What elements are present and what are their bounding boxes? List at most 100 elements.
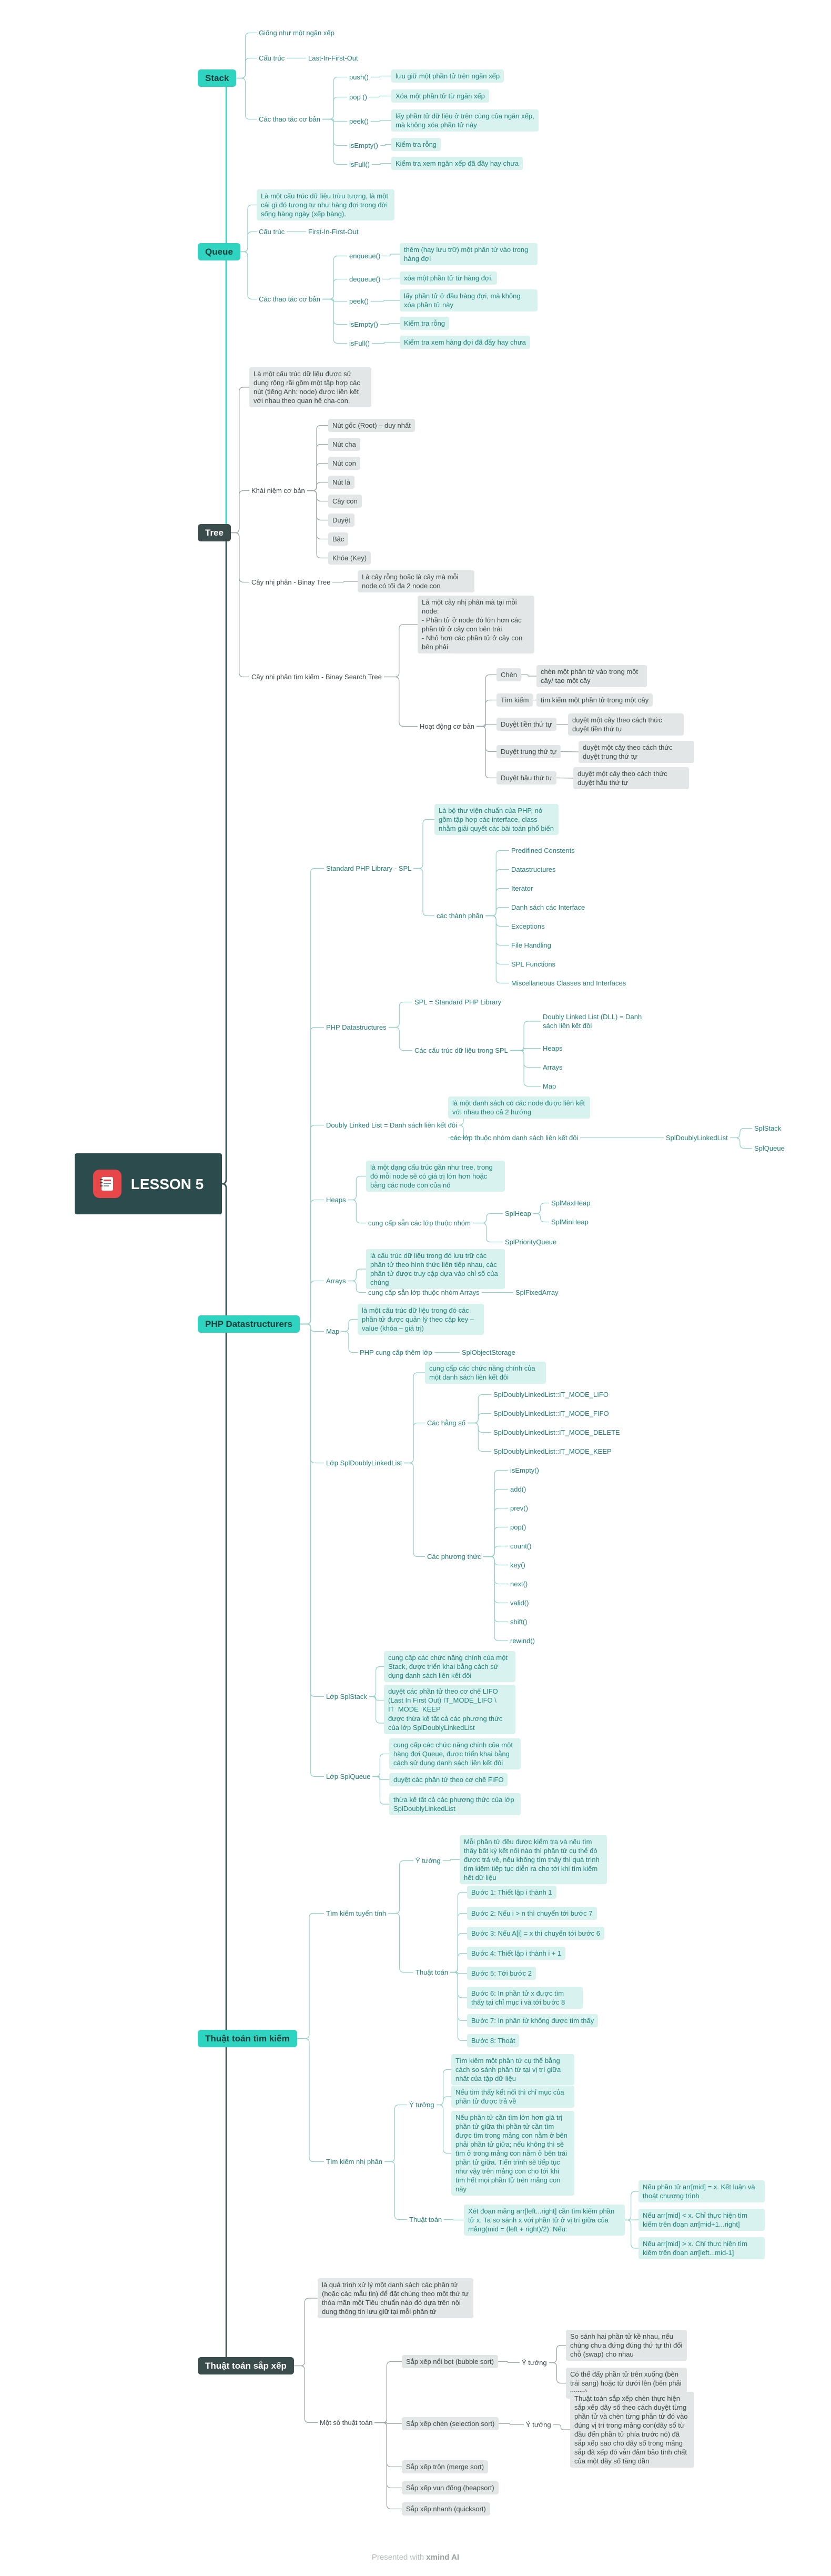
search-linear-step: Bước 8: Thoát	[467, 2034, 520, 2047]
branch-queue[interactable]: Queue	[198, 243, 240, 260]
connector-line	[231, 387, 249, 534]
php-dllc-label[interactable]: Lớp SplDoublyLinkedList	[326, 1459, 402, 1467]
queue-op-isfull[interactable]: isFull()	[349, 339, 370, 347]
root-title: LESSON 5	[130, 1175, 204, 1192]
sort-bubble-idea-label[interactable]: Ý tưởng	[522, 2359, 547, 2367]
queue-op-isempty[interactable]: isEmpty()	[349, 320, 378, 328]
tree-binary-desc: Là cây rỗng hoặc là cây mà mỗi node có t…	[358, 570, 474, 592]
php-component: Datastructures	[511, 866, 556, 873]
tree-op[interactable]: Duyệt trung thứ tự	[496, 745, 561, 758]
php-dll-label[interactable]: Doubly Linked List = Danh sách liên kết …	[326, 1121, 457, 1129]
sort-bubble[interactable]: Sắp xếp nổi bọt (bubble sort)	[402, 2355, 498, 2368]
connector-line	[468, 1394, 491, 1424]
queue-op-desc: xóa một phần tử từ hàng đợi.	[400, 271, 498, 285]
tree-ops-label[interactable]: Hoạt động cơ bản	[420, 722, 474, 730]
sort-other[interactable]: Sắp xếp vun đống (heapsort)	[402, 2481, 499, 2494]
search-linear-label[interactable]: Tìm kiếm tuyến tính	[326, 1909, 387, 1917]
queue-ops-label[interactable]: Các thao tác cơ bản	[259, 295, 320, 303]
php-splstack-label[interactable]: Lớp SplStack	[326, 1693, 367, 1700]
sort-some-label[interactable]: Một số thuật toán	[320, 2419, 373, 2427]
tree-op[interactable]: Chèn	[496, 668, 522, 681]
php-datastructures-label[interactable]: PHP Datastructures	[326, 1023, 387, 1031]
connector-line	[300, 1280, 324, 1325]
php-components-label[interactable]: các thành phần	[437, 912, 483, 920]
sort-other[interactable]: Sắp xếp nhanh (quicksort)	[402, 2502, 490, 2515]
php-method: prev()	[510, 1504, 528, 1512]
sort-other[interactable]: Sắp xếp trộn (merge sort)	[402, 2460, 489, 2473]
sort-selection-idea-label[interactable]: Ý tưởng	[526, 2421, 551, 2429]
tree-bst-label[interactable]: Cây nhị phân tìm kiếm - Binay Search Tre…	[251, 673, 382, 681]
connector-line	[437, 2104, 451, 2154]
root-node[interactable]: LESSON 5	[75, 1153, 222, 1214]
tree-concept: Duyệt	[328, 514, 354, 527]
stack-op-push[interactable]: push()	[349, 73, 369, 81]
tree-concept: Nút lá	[328, 476, 354, 489]
php-component: File Handling	[511, 941, 551, 949]
connector-line	[553, 2424, 570, 2430]
connector-line	[483, 1507, 508, 1557]
php-arrays-class: SplFixedArray	[515, 1289, 559, 1296]
stack-struct-label[interactable]: Cấu trúc	[259, 54, 285, 62]
search-linear-step: Bước 5: Tới bước 2	[467, 1967, 536, 1980]
stack-op-pop[interactable]: pop ()	[349, 93, 367, 101]
connector-line	[382, 277, 400, 280]
connector-line	[499, 2423, 524, 2426]
queue-op-enqueue[interactable]: enqueue()	[349, 252, 381, 260]
php-constants-label[interactable]: Các hằng số	[427, 1419, 465, 1427]
queue-op-peek[interactable]: peek()	[349, 297, 369, 305]
search-linear-algo-label[interactable]: Thuật toán	[416, 1968, 449, 1976]
php-heaps-label[interactable]: Heaps	[326, 1196, 346, 1204]
tree-binary-label[interactable]: Cây nhị phân - Binay Tree	[251, 578, 331, 586]
connector-line	[556, 723, 569, 725]
connector-line	[477, 699, 496, 727]
connector-line	[473, 1213, 503, 1224]
connector-line	[307, 490, 328, 559]
sort-selection[interactable]: Sắp xếp chèn (selection sort)	[402, 2417, 499, 2430]
connector-line	[198, 1183, 231, 2367]
stack-op-peek[interactable]: peek()	[349, 117, 369, 125]
search-linear-idea-label[interactable]: Ý tưởng	[416, 1857, 441, 1865]
queue-struct-label[interactable]: Cấu trúc	[259, 228, 285, 236]
stack-op-isempty[interactable]: isEmpty()	[349, 142, 378, 149]
php-heaps-classes-label[interactable]: cung cấp sẵn các lớp thuộc nhóm	[368, 1219, 471, 1227]
connector-line	[322, 96, 347, 120]
stack-ops-label[interactable]: Các thao tác cơ bản	[259, 115, 320, 123]
tree-op[interactable]: Duyệt tiền thứ tự	[496, 718, 556, 731]
branch-sort-algorithms[interactable]: Thuật toán sắp xếp	[198, 2357, 294, 2374]
footer-prefix: Presented with	[371, 2553, 424, 2562]
branch-search-algorithms[interactable]: Thuật toán tìm kiếm	[198, 2030, 297, 2047]
php-spl-label[interactable]: Standard PHP Library - SPL	[326, 864, 412, 872]
connector-line	[483, 1488, 508, 1557]
php-method: key()	[510, 1561, 525, 1569]
branch-stack[interactable]: Stack	[198, 69, 237, 87]
sort-selection-idea: Thuật toán sắp xếp chèn thực hiện sắp xế…	[570, 2392, 694, 2468]
php-splqueue-label[interactable]: Lớp SplQueue	[326, 1773, 371, 1780]
tree-op[interactable]: Tìm kiếm	[496, 693, 533, 707]
branch-php-datastructurers[interactable]: PHP Datastructurers	[198, 1315, 300, 1333]
branch-tree[interactable]: Tree	[198, 524, 231, 541]
connector-line	[510, 1021, 541, 1051]
connector-line	[369, 1666, 384, 1697]
search-binary-idea-label[interactable]: Ý tưởng	[409, 2101, 434, 2109]
tree-op[interactable]: Duyệt hậu thứ tự	[496, 771, 557, 784]
php-ds-structs-label[interactable]: Các cấu trúc dữ liệu trong SPL	[414, 1046, 508, 1054]
tree-concepts-label[interactable]: Khái niệm cơ bản	[251, 487, 305, 495]
php-methods-label[interactable]: Các phương thức	[427, 1553, 481, 1561]
php-dll-classes-label[interactable]: các lớp thuộc nhóm danh sách liên kết đô…	[450, 1134, 579, 1142]
php-arrays-classes-label[interactable]: cung cấp sẵn lớp thuộc nhóm Arrays	[368, 1289, 480, 1296]
php-component: Danh sách các Interface	[511, 903, 585, 911]
connector-line	[483, 1526, 508, 1557]
php-map-label[interactable]: Map	[326, 1327, 340, 1335]
stack-op-isfull[interactable]: isFull()	[349, 160, 370, 168]
connector-line	[404, 1372, 425, 1464]
search-binary-label[interactable]: Tìm kiếm nhị phân	[326, 2158, 382, 2166]
php-arrays-label[interactable]: Arrays	[326, 1277, 346, 1285]
php-map-classes-label[interactable]: PHP cung cấp thêm lớp	[360, 1349, 432, 1356]
search-binary-algo-label[interactable]: Thuật toán	[409, 2216, 442, 2223]
tree-concept: Nút con	[328, 457, 360, 470]
php-splqueue-item: cung cấp các chức năng chính của một hàn…	[389, 1738, 521, 1769]
queue-op-desc: thêm (hay lưu trữ) một phần tử vào trong…	[400, 243, 538, 265]
queue-op-dequeue[interactable]: dequeue()	[349, 275, 381, 283]
connector-line	[198, 1183, 231, 2039]
tree-op-desc: chèn một phần tử vào trong một cây/ tạo …	[536, 665, 647, 687]
